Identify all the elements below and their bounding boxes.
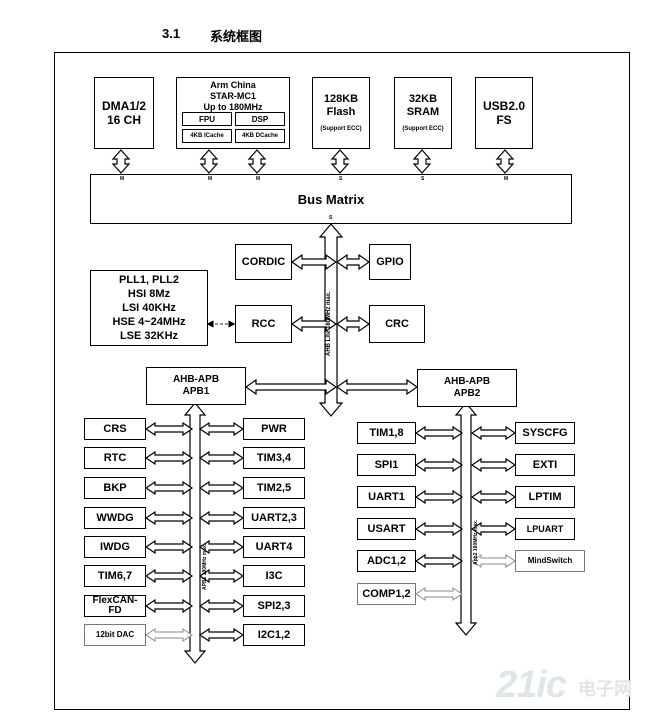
flash-block: 128KB Flash (Support ECC) (312, 77, 370, 149)
bus-port-s-flash: S (339, 176, 343, 182)
icache-unit: 4KB ICache (182, 129, 232, 143)
cpu-vendor: Arm China (210, 80, 256, 90)
flash-ecc-note: (Support ECC) (320, 126, 362, 132)
apb2-bus-label: Apb2 180MHz max. (473, 519, 479, 565)
bus-port-s-ahb: S (329, 215, 333, 221)
clock-lse: LSE 32KHz (119, 330, 179, 342)
bus-port-m-dma: M (120, 176, 125, 182)
watermark-logo: 21ic (496, 664, 567, 706)
gpio-block: GPIO (369, 244, 411, 280)
clock-pll: PLL1, PLL2 (119, 274, 179, 286)
apb2-syscfg: SYSCFG (515, 422, 575, 444)
clock-lsi: LSI 40KHz (122, 302, 176, 314)
usb-block: USB2.0 FS (475, 77, 533, 149)
apb2-spi1: SPI1 (357, 454, 416, 476)
flash-label: 128KB Flash (323, 93, 359, 118)
dsp-unit: DSP (235, 112, 285, 126)
sram-ecc-note: (Support ECC) (402, 126, 444, 132)
apb1-i2c12: I2C1,2 (243, 624, 305, 646)
apb1-pwr: PWR (243, 418, 305, 440)
section-title: 系统框图 (210, 30, 263, 45)
watermark-text: 电子网 (578, 679, 632, 700)
apb1-spi23: SPI2,3 (243, 595, 305, 617)
crc-block: CRC (369, 305, 425, 343)
apb2-exti: EXTI (515, 454, 575, 476)
apb1-iwdg: IWDG (84, 536, 146, 558)
ahb-bus-label: AHB Lite 180MHz max. (326, 291, 332, 356)
cordic-block: CORDIC (235, 244, 292, 280)
apb2-lptim: LPTIM (515, 486, 575, 508)
sram-label: 32KB SRAM (406, 93, 440, 118)
sram-block: 32KB SRAM (Support ECC) (394, 77, 452, 149)
cpu-frequency: Up to 180MHz (203, 102, 263, 112)
bus-port-m-cpu-i: M (208, 176, 213, 182)
apb1-bridge: AHB-APB APB1 (146, 367, 246, 405)
apb1-tim67: TIM6,7 (84, 565, 146, 587)
apb1-tim25: TIM2,5 (243, 477, 305, 499)
dcache-unit: 4KB DCache (235, 129, 285, 143)
clock-hse: HSE 4~24MHz (112, 316, 186, 328)
section-number: 3.1 (162, 26, 181, 41)
apb1-rtc: RTC (84, 447, 146, 469)
apb1-bus-label: APB1 180MHz max. (202, 543, 208, 590)
cpu-core: STAR-MC1 (210, 91, 256, 101)
apb1-uart23: UART2,3 (243, 507, 305, 529)
apb2-tim18: TIM1,8 (357, 422, 416, 444)
fpu-unit: FPU (182, 112, 232, 126)
apb1-crs: CRS (84, 418, 146, 440)
clock-hsi: HSI 8Mz (127, 288, 171, 300)
bus-port-m-cpu-d: M (256, 176, 261, 182)
apb2-bridge: AHB-APB APB2 (417, 369, 517, 407)
apb1-flexcan: FlexCAN- FD (84, 595, 146, 617)
apb1-wwdg: WWDG (84, 507, 146, 529)
apb1-bkp: BKP (84, 477, 146, 499)
apb2-uart1: UART1 (357, 486, 416, 508)
bus-port-s-sram: S (421, 176, 425, 182)
diagram-frame (54, 52, 630, 710)
cpu-block: Arm China STAR-MC1 Up to 180MHz FPU DSP … (176, 77, 290, 149)
rcc-block: RCC (235, 305, 292, 343)
clock-sources: PLL1, PLL2 HSI 8Mz LSI 40KHz HSE 4~24MHz… (90, 270, 208, 346)
apb1-uart4: UART4 (243, 536, 305, 558)
bus-port-m-usb: M (504, 176, 509, 182)
apb2-mindswitch: MindSwitch (515, 550, 585, 572)
bus-matrix: Bus Matrix (90, 174, 572, 224)
apb1-i3c: I3C (243, 565, 305, 587)
dma-block: DMA1/2 16 CH (94, 77, 154, 149)
apb1-tim34: TIM3,4 (243, 447, 305, 469)
apb2-lpuart: LPUART (515, 518, 575, 540)
apb2-comp12: COMP1,2 (357, 583, 416, 605)
apb2-usart: USART (357, 518, 416, 540)
apb1-dac: 12bit DAC (84, 624, 146, 646)
apb2-adc12: ADC1,2 (357, 550, 416, 572)
